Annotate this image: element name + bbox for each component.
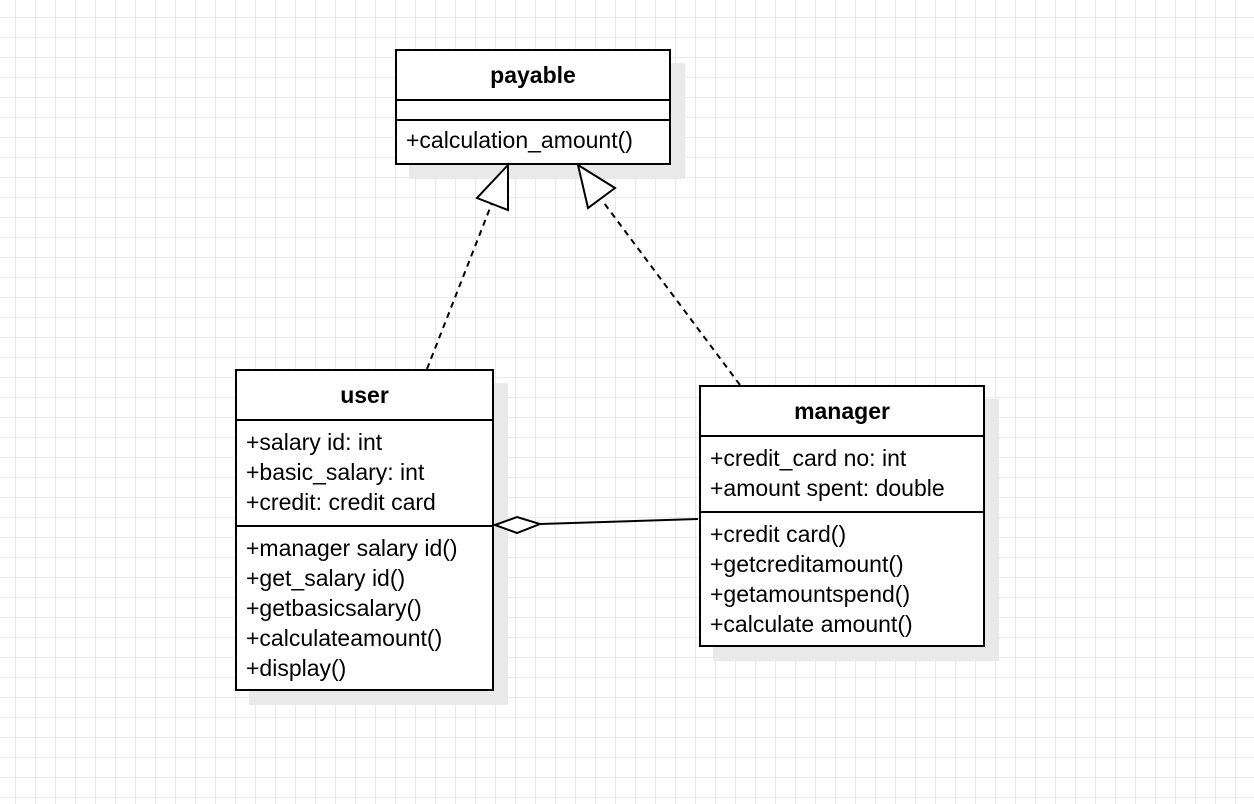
operation: +calculation_amount() <box>406 127 633 153</box>
aggregation-manager-user[interactable] <box>492 515 699 535</box>
solid-connector-line <box>539 518 699 525</box>
class-manager[interactable]: manager +credit_card no: int +amount spe… <box>699 385 985 647</box>
class-payable[interactable]: payable +calculation_amount() <box>395 49 671 165</box>
operation: +get_salary id() <box>246 565 406 591</box>
hollow-diamond-arrowhead <box>492 515 544 535</box>
dashed-connector-line <box>603 202 741 386</box>
operation: +calculate amount() <box>710 611 913 637</box>
operation: +display() <box>246 655 347 681</box>
operation: +getamountspend() <box>710 581 911 607</box>
dashed-connector-line <box>426 202 493 370</box>
operation: +manager salary id() <box>246 535 458 561</box>
operation: +getbasicsalary() <box>246 595 422 621</box>
attribute: +salary id: int <box>246 429 383 455</box>
operation: +getcreditamount() <box>710 551 904 577</box>
class-user[interactable]: user +salary id: int +basic_salary: int … <box>235 369 494 691</box>
operation: +calculateamount() <box>246 625 443 651</box>
operation: +credit card() <box>710 521 847 547</box>
class-operations-compartment: +calculation_amount() <box>397 121 669 155</box>
class-name: user <box>237 371 492 421</box>
class-attributes-compartment: +salary id: int +basic_salary: int +cred… <box>237 421 492 527</box>
hollow-triangle-arrowhead <box>475 162 509 212</box>
attribute: +credit_card no: int <box>710 445 907 471</box>
attribute: +amount spent: double <box>710 475 945 501</box>
hollow-triangle-arrowhead <box>576 162 617 210</box>
attribute: +basic_salary: int <box>246 459 425 485</box>
realization-user-payable[interactable] <box>426 162 509 370</box>
class-attributes-compartment <box>397 101 669 121</box>
class-operations-compartment: +credit card() +getcreditamount() +getam… <box>701 513 983 647</box>
realization-manager-payable[interactable] <box>576 162 741 386</box>
class-name: payable <box>397 51 669 101</box>
class-operations-compartment: +manager salary id() +get_salary id() +g… <box>237 527 492 691</box>
class-name: manager <box>701 387 983 437</box>
class-attributes-compartment: +credit_card no: int +amount spent: doub… <box>701 437 983 513</box>
attribute: +credit: credit card <box>246 489 436 515</box>
